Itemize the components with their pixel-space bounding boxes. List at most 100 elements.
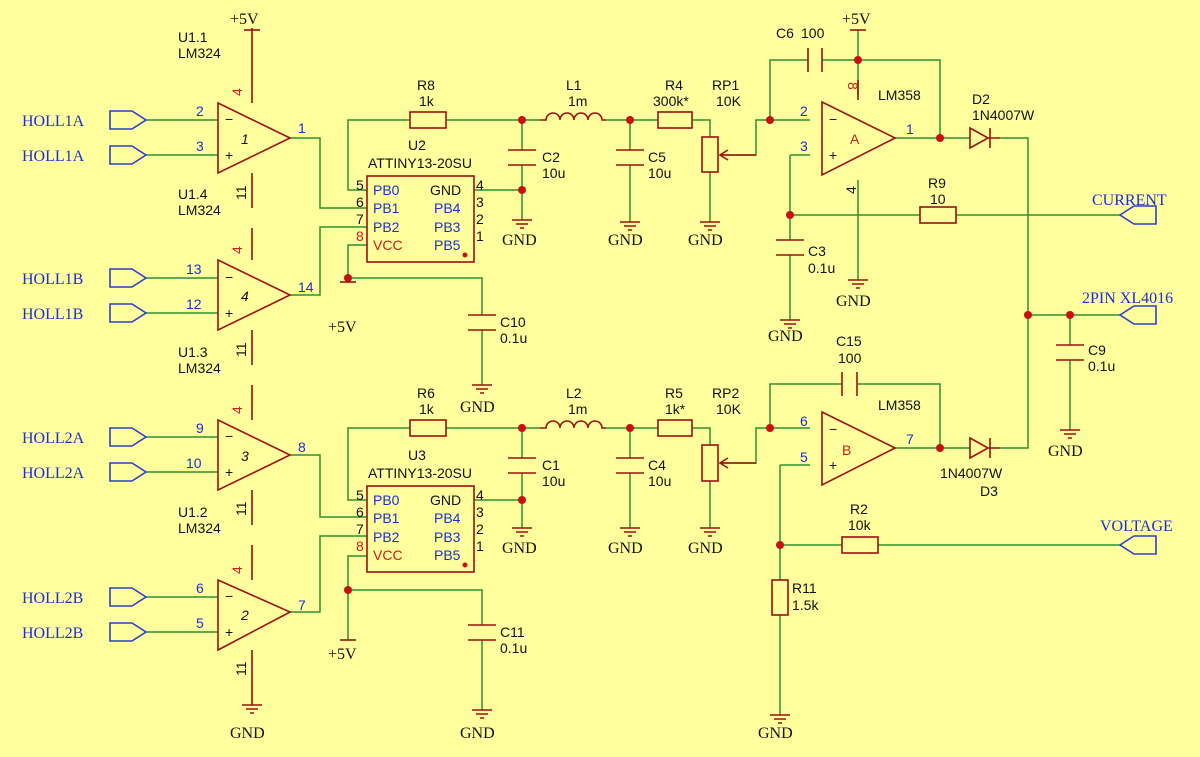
u1-3-minus: − bbox=[225, 588, 233, 604]
c4-ref: C4 bbox=[648, 457, 666, 473]
u1-4-pin-out: 14 bbox=[298, 279, 314, 295]
port-holl1a-top-label: HOLL1A bbox=[22, 113, 85, 130]
port-holl1a-bot-label: HOLL1A bbox=[22, 148, 85, 165]
u1-2-pin-inv: 9 bbox=[196, 420, 204, 436]
c4-value: 10u bbox=[648, 473, 671, 489]
resistor-r5 bbox=[657, 419, 693, 437]
r4-ref: R4 bbox=[665, 77, 683, 93]
gnd-label-rp1: GND bbox=[688, 232, 723, 249]
gnd-label-c4: GND bbox=[608, 540, 643, 557]
opamp-a-pin-noninv: 3 bbox=[800, 138, 808, 154]
c2-value: 10u bbox=[542, 165, 565, 181]
u1-4-pin-gnd: 11 bbox=[233, 342, 249, 357]
u1-1-part: LM324 bbox=[178, 45, 221, 61]
c11-value: 0.1u bbox=[500, 640, 527, 656]
r8-ref: R8 bbox=[417, 77, 435, 93]
gnd-label-c9: GND bbox=[1048, 443, 1083, 460]
capacitor-c1 bbox=[508, 457, 536, 474]
inductor-l1 bbox=[540, 112, 606, 121]
port-holl2b-bot-label: HOLL2B bbox=[22, 625, 83, 642]
gnd-label-rp2: GND bbox=[688, 540, 723, 557]
inductor-l2 bbox=[540, 420, 606, 429]
u3-pin-n5: 5 bbox=[356, 487, 364, 503]
u1-3-part: LM324 bbox=[178, 360, 221, 376]
u1-1-pin-out: 1 bbox=[298, 120, 306, 136]
port-holl1b-bot bbox=[109, 303, 148, 323]
comparator-u1-2: − + 3 9 10 8 4 11 U1.2 LM324 bbox=[178, 385, 306, 536]
passives-top: R8 1k L1 1m C2 10u C5 10u R4 300k* RP1 1… bbox=[409, 77, 756, 346]
u3-pin-pb1: PB1 bbox=[373, 510, 400, 526]
potentiometer-rp2 bbox=[701, 444, 719, 482]
port-holl2b-bot bbox=[109, 622, 148, 642]
resistor-r2 bbox=[841, 536, 879, 554]
c9-value: 0.1u bbox=[1088, 358, 1115, 374]
u2-part: ATTINY13-20SU bbox=[368, 155, 472, 171]
passives-bottom: R6 1k L2 1m C1 10u C4 10u R5 1k* RP2 10K… bbox=[409, 385, 756, 656]
rp1-value: 10K bbox=[716, 93, 742, 109]
opamp-a-minus: − bbox=[829, 111, 837, 127]
u3-pin-pb5: PB5 bbox=[434, 547, 461, 563]
r2-ref: R2 bbox=[850, 501, 868, 517]
ground-icon bbox=[848, 279, 868, 289]
d2-value: 1N4007W bbox=[972, 107, 1035, 123]
ground-icon bbox=[620, 221, 640, 231]
u1-4-pin-inv: 13 bbox=[186, 261, 202, 277]
u2-pin-pb1: PB1 bbox=[373, 200, 400, 216]
c15-ref: C15 bbox=[836, 333, 862, 349]
ground-icon bbox=[512, 527, 532, 537]
rp1-ref: RP1 bbox=[712, 77, 739, 93]
u1-2-minus: − bbox=[225, 428, 233, 444]
output-ports: CURRENT 2PIN XL4016 VOLTAGE bbox=[1082, 192, 1173, 555]
capacitor-c15 bbox=[841, 372, 858, 396]
opamp-b-part: LM358 bbox=[878, 397, 921, 413]
r9-value: 10 bbox=[930, 191, 946, 207]
gnd-label-opamp: GND bbox=[836, 293, 871, 310]
comparator-u1-3: − + 2 6 5 7 4 11 bbox=[196, 545, 306, 705]
c11-ref: C11 bbox=[500, 624, 525, 640]
opamp-b-minus: − bbox=[829, 421, 837, 437]
opamp-a-vcc-label: +5V bbox=[842, 11, 871, 28]
ground-icon bbox=[620, 527, 640, 537]
port-holl2a-top bbox=[109, 427, 148, 447]
gnd-label-c1: GND bbox=[502, 540, 537, 557]
u2-pin-vcc: VCC bbox=[373, 237, 403, 253]
port-voltage bbox=[1118, 535, 1157, 555]
port-holl1b-top bbox=[109, 268, 148, 288]
u2-pin-pb5: PB5 bbox=[434, 237, 461, 253]
port-current-label: CURRENT bbox=[1092, 192, 1167, 209]
opamp-a-pin-gnd: 4 bbox=[843, 186, 859, 194]
port-xl4016 bbox=[1118, 305, 1157, 325]
u2-pin-pb2: PB2 bbox=[373, 219, 400, 235]
l2-value: 1m bbox=[568, 401, 587, 417]
capacitor-c2 bbox=[508, 149, 536, 166]
opamp-a: C6 100 +5V − + A 2 3 1 8 4 LM358 R9 10 C… bbox=[776, 11, 1035, 276]
u3-pin-n1: 1 bbox=[476, 538, 484, 554]
d3-ref: D3 bbox=[980, 483, 998, 499]
l2-ref: L2 bbox=[566, 385, 582, 401]
capacitor-c6 bbox=[807, 48, 823, 72]
ground-icon bbox=[472, 384, 492, 394]
u1-3-pin-out: 7 bbox=[298, 597, 306, 613]
u2-pin-pb0: PB0 bbox=[373, 182, 400, 198]
capacitor-c4 bbox=[616, 457, 644, 474]
d2-ref: D2 bbox=[972, 91, 990, 107]
u2-pin-n2: 2 bbox=[476, 211, 484, 227]
resistor-r9 bbox=[919, 206, 957, 224]
gnd-label-c3: GND bbox=[768, 328, 803, 345]
u3-part: ATTINY13-20SU bbox=[368, 465, 472, 481]
u1-1-ref: U1.1 bbox=[178, 29, 208, 45]
vcc-label-u3: +5V bbox=[328, 646, 357, 663]
opamp-a-plus: + bbox=[829, 147, 837, 163]
ground-icon bbox=[700, 221, 720, 231]
u1-4-minus: − bbox=[225, 269, 233, 285]
rp2-ref: RP2 bbox=[712, 385, 739, 401]
u1-2-pin-vcc: 4 bbox=[229, 406, 245, 414]
u1-1-pin-vcc: 4 bbox=[229, 88, 245, 96]
opamp-a-unit: A bbox=[850, 131, 860, 147]
capacitor-c3 bbox=[776, 239, 804, 256]
u2-pin-pb3: PB3 bbox=[434, 219, 461, 235]
port-xl4016-label: 2PIN XL4016 bbox=[1082, 290, 1173, 307]
diode-d3 bbox=[969, 436, 1000, 460]
u1-1-pin-noninv: 3 bbox=[196, 138, 204, 154]
port-voltage-label: VOLTAGE bbox=[1100, 518, 1173, 535]
